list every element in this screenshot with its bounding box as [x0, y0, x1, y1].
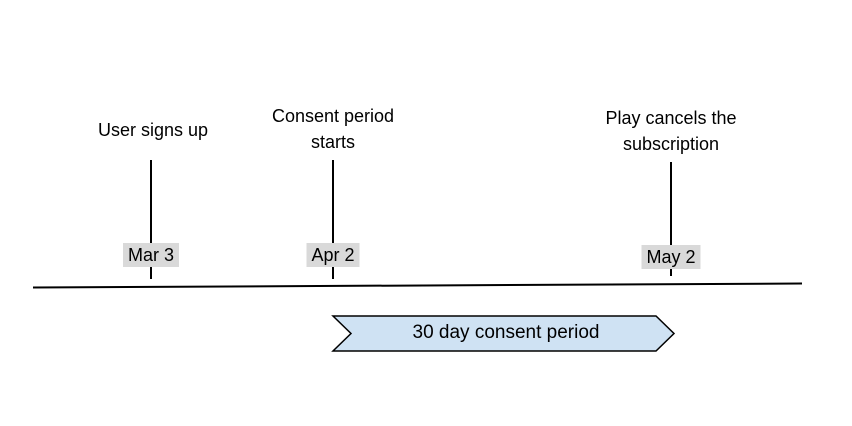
event-label: User signs up	[97, 120, 209, 140]
event-tick-line	[332, 160, 334, 279]
consent-period-ribbon-label: 30 day consent period	[412, 322, 600, 343]
consent-period-ribbon	[331, 315, 676, 352]
event-tick-line	[670, 162, 672, 276]
event-label: Consent period starts	[271, 106, 395, 152]
event-tick-line	[150, 160, 152, 279]
date-chip: Apr 2	[306, 243, 360, 267]
date-chip: May 2	[641, 245, 701, 269]
timeline-axis-line	[32, 282, 803, 289]
event-label: Play cancels the subscription	[605, 108, 737, 154]
date-chip: Mar 3	[122, 243, 180, 267]
